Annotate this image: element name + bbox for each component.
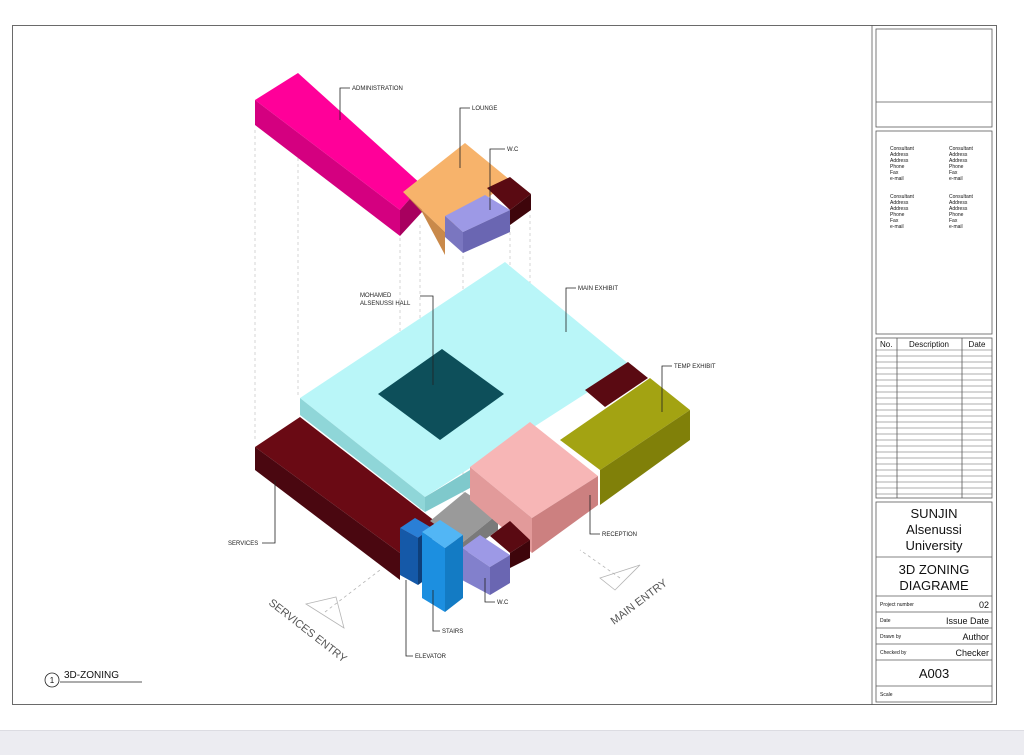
consultant-2-line-6: e-mail (949, 176, 963, 182)
consultant-4-line-4: Phone (949, 212, 964, 218)
checked-by-value: Checker (955, 648, 989, 658)
consultant-2-line-1: Consultant (949, 146, 974, 152)
consultant-2-line-3: Address (949, 158, 968, 164)
lounge-block (403, 143, 510, 255)
client-name-line-1: SUNJIN (911, 506, 958, 521)
label-temp-exhibit: TEMP EXHIBIT (674, 364, 716, 370)
leader-lines (262, 87, 672, 657)
view-title: 1 3D-ZONING (44, 670, 142, 688)
label-lounge: LOUNGE (472, 106, 497, 112)
consultant-block-4: Consultant Address Address Phone Fax e-m… (949, 194, 974, 230)
consultant-1-line-6: e-mail (890, 176, 904, 182)
services-entry-marker (304, 569, 381, 629)
sheet-title-line-2: DIAGRAME (899, 578, 969, 593)
stairs-block (422, 520, 463, 612)
consultant-1-line-4: Phone (890, 164, 905, 170)
project-number-label: Project number (880, 602, 914, 608)
temp-exhibit-block (560, 378, 690, 505)
client-name-line-2: Alsenussi (906, 522, 962, 537)
services-block (255, 417, 440, 580)
consultant-4-line-3: Address (949, 206, 968, 212)
revision-col-date: Date (969, 340, 986, 349)
wc-upper-block (445, 195, 510, 253)
temp-exhibit-maroon (585, 362, 648, 407)
consultant-3-line-4: Phone (890, 212, 905, 218)
checked-by-label: Checked by (880, 650, 907, 656)
label-wc-lower: W.C (497, 600, 509, 606)
date-value: Issue Date (946, 616, 989, 626)
consultant-3-line-6: e-mail (890, 224, 904, 230)
title-block (871, 25, 993, 705)
consultant-block-3: Consultant Address Address Phone Fax e-m… (890, 194, 915, 230)
label-services: SERVICES (228, 541, 258, 547)
label-elevator: ELEVATOR (415, 654, 447, 660)
label-hall-line2: ALSENUSSI HALL (360, 301, 411, 307)
consultant-1-line-3: Address (890, 158, 909, 164)
consultant-2-line-2: Address (949, 152, 968, 158)
date-label: Date (880, 618, 891, 624)
label-main-exhibit: MAIN EXHIBIT (578, 286, 618, 292)
label-hall-line1: MOHAMED (360, 293, 392, 299)
wc-lower-block (462, 535, 510, 595)
view-number: 1 (50, 676, 55, 685)
consultant-2-line-4: Phone (949, 164, 964, 170)
drawn-by-label: Drawn by (880, 634, 902, 640)
consultant-block-2: Consultant Address Address Phone Fax e-m… (949, 146, 974, 182)
sheet-number: A003 (919, 666, 949, 681)
consultant-3-line-1: Consultant (890, 194, 915, 200)
consultant-4-line-5: Fax (949, 218, 958, 224)
viewer-bottom-bar (0, 730, 1024, 755)
consultant-1-line-1: Consultant (890, 146, 915, 152)
wc-lower-maroon (490, 521, 530, 568)
main-entry-label: MAIN ENTRY (609, 577, 671, 628)
administration-block (255, 73, 422, 236)
sheet-border (12, 25, 997, 705)
consultant-2-line-5: Fax (949, 170, 958, 176)
wc-upper-maroon (487, 177, 531, 225)
sheet-title-line-1: 3D ZONING (899, 562, 970, 577)
view-title-text: 3D-ZONING (64, 670, 119, 681)
revision-col-description: Description (909, 340, 949, 349)
consultant-4-line-6: e-mail (949, 224, 963, 230)
label-wc-upper: W.C (507, 147, 519, 153)
mohamed-alsenussi-hall (378, 349, 504, 440)
zoning-drawing: ADMINISTRATION LOUNGE W.C MOHAMED ALSENU… (44, 25, 993, 705)
label-administration: ADMINISTRATION (352, 86, 403, 92)
scale-label: Scale (880, 692, 893, 698)
main-entry-marker (579, 549, 641, 591)
consultant-4-line-1: Consultant (949, 194, 974, 200)
view-number-circle (44, 672, 60, 688)
label-stairs: STAIRS (442, 629, 463, 635)
consultant-4-line-2: Address (949, 200, 968, 206)
consultant-block-1: Consultant Address Address Phone Fax e-m… (890, 146, 915, 182)
consultant-3-line-2: Address (890, 200, 909, 206)
consultant-1-line-2: Address (890, 152, 909, 158)
services-entry-label: SERVICES ENTRY (266, 597, 349, 666)
consultant-3-line-3: Address (890, 206, 909, 212)
revision-table-rows (876, 349, 992, 495)
consultant-1-line-5: Fax (890, 170, 899, 176)
drawn-by-value: Author (962, 632, 989, 642)
client-name-line-3: University (905, 538, 963, 553)
consultant-3-line-5: Fax (890, 218, 899, 224)
project-number-value: 02 (979, 600, 989, 610)
revision-col-no: No. (880, 340, 892, 349)
label-reception: RECEPTION (602, 532, 637, 538)
